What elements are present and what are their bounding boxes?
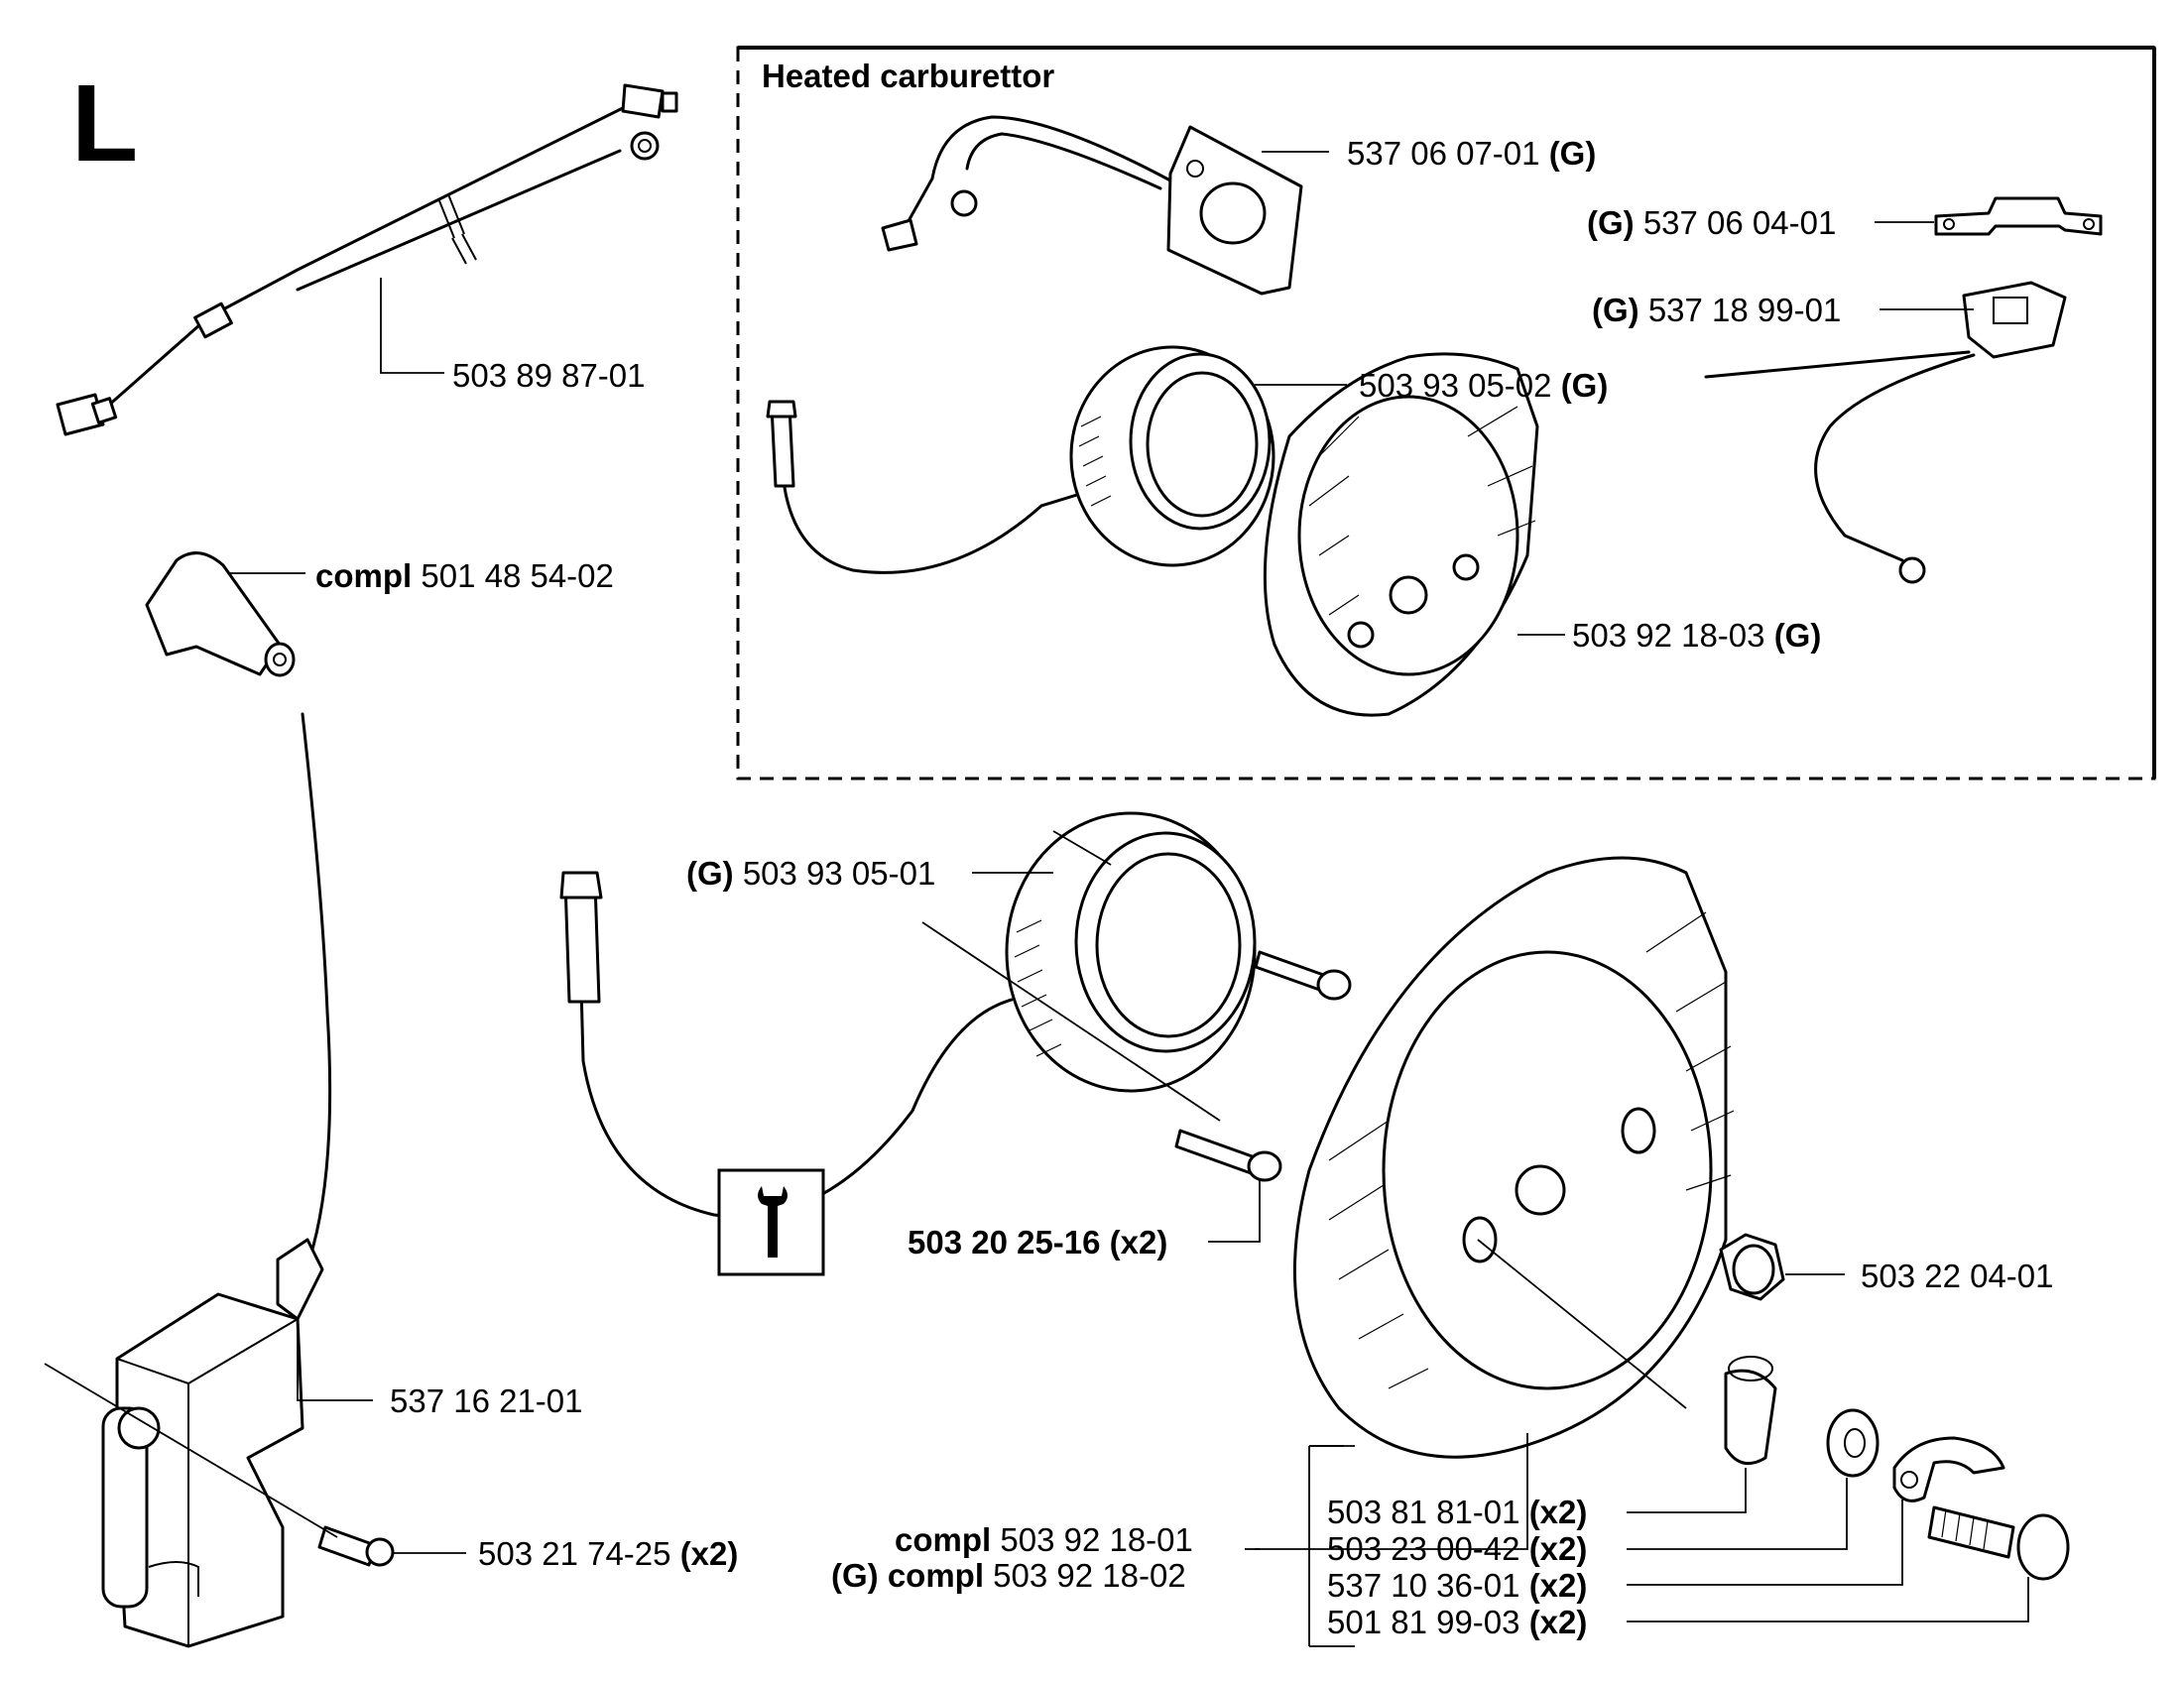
part-label-shoulder-screw: 501 81 99-03 (x2)	[1327, 1604, 1588, 1640]
wrench-icon	[717, 1168, 825, 1276]
part-label-heat-generator: 503 93 05-02 (G)	[1359, 367, 1609, 404]
flywheel-nut-drawing	[1719, 1233, 1785, 1301]
part-label-washer: 503 23 00-42 (x2)	[1327, 1530, 1588, 1567]
bracket-drawing	[1934, 196, 2103, 236]
cable-harness-drawing	[56, 83, 678, 436]
part-label-flywheel: compl 503 92 18-01	[895, 1521, 1193, 1558]
pawl-drawing	[1892, 1436, 2005, 1502]
part-label-bracket: (G) 537 06 04-01	[1587, 204, 1837, 241]
heated-generator-drawing	[766, 345, 1275, 574]
part-label-pawl-spring: 503 81 81-01 (x2)	[1327, 1494, 1588, 1530]
generator-drawing	[559, 811, 1257, 1219]
part-label-spark-cap: compl 501 48 54-02	[315, 557, 614, 594]
heated-flywheel-drawing	[1263, 352, 1539, 717]
ignition-module-drawing	[44, 712, 395, 1648]
part-label-thermostat: (G) 537 18 99-01	[1592, 292, 1842, 328]
generator-screws-drawing	[1174, 950, 1352, 1182]
heated-carburettor-title: Heated carburettor	[762, 58, 1055, 94]
part-label-generator-screw: 503 20 25-16 (x2)	[908, 1224, 1168, 1261]
part-label-pawl: 537 10 36-01 (x2)	[1327, 1567, 1588, 1604]
part-label-flywheel-nut: 503 22 04-01	[1861, 1258, 2054, 1294]
thermostat-drawing	[1704, 281, 2067, 584]
washer-drawing	[1826, 1408, 1880, 1478]
part-label-generator: (G) 503 93 05-01	[686, 855, 936, 892]
part-label-heat-flywheel: 503 92 18-03 (G)	[1572, 617, 1822, 654]
part-label-flywheel-g: (G) compl 503 92 18-02	[831, 1557, 1186, 1594]
shoulder-screw-drawing	[1927, 1505, 2070, 1581]
part-label-cable: 503 89 87-01	[452, 357, 646, 394]
leader-lines	[230, 151, 2029, 1647]
flywheel-drawing	[1292, 856, 1735, 1459]
section-letter: L	[71, 62, 139, 184]
part-label-heat-gasket: 537 06 07-01 (G)	[1347, 135, 1597, 172]
spark-plug-cap-drawing	[145, 551, 296, 677]
part-label-module-screw: 503 21 74-25 (x2)	[478, 1535, 739, 1572]
pawl-spring-drawing	[1724, 1356, 1777, 1466]
heating-gasket-drawing	[881, 115, 1303, 296]
part-label-ignition-module: 537 16 21-01	[390, 1382, 583, 1419]
